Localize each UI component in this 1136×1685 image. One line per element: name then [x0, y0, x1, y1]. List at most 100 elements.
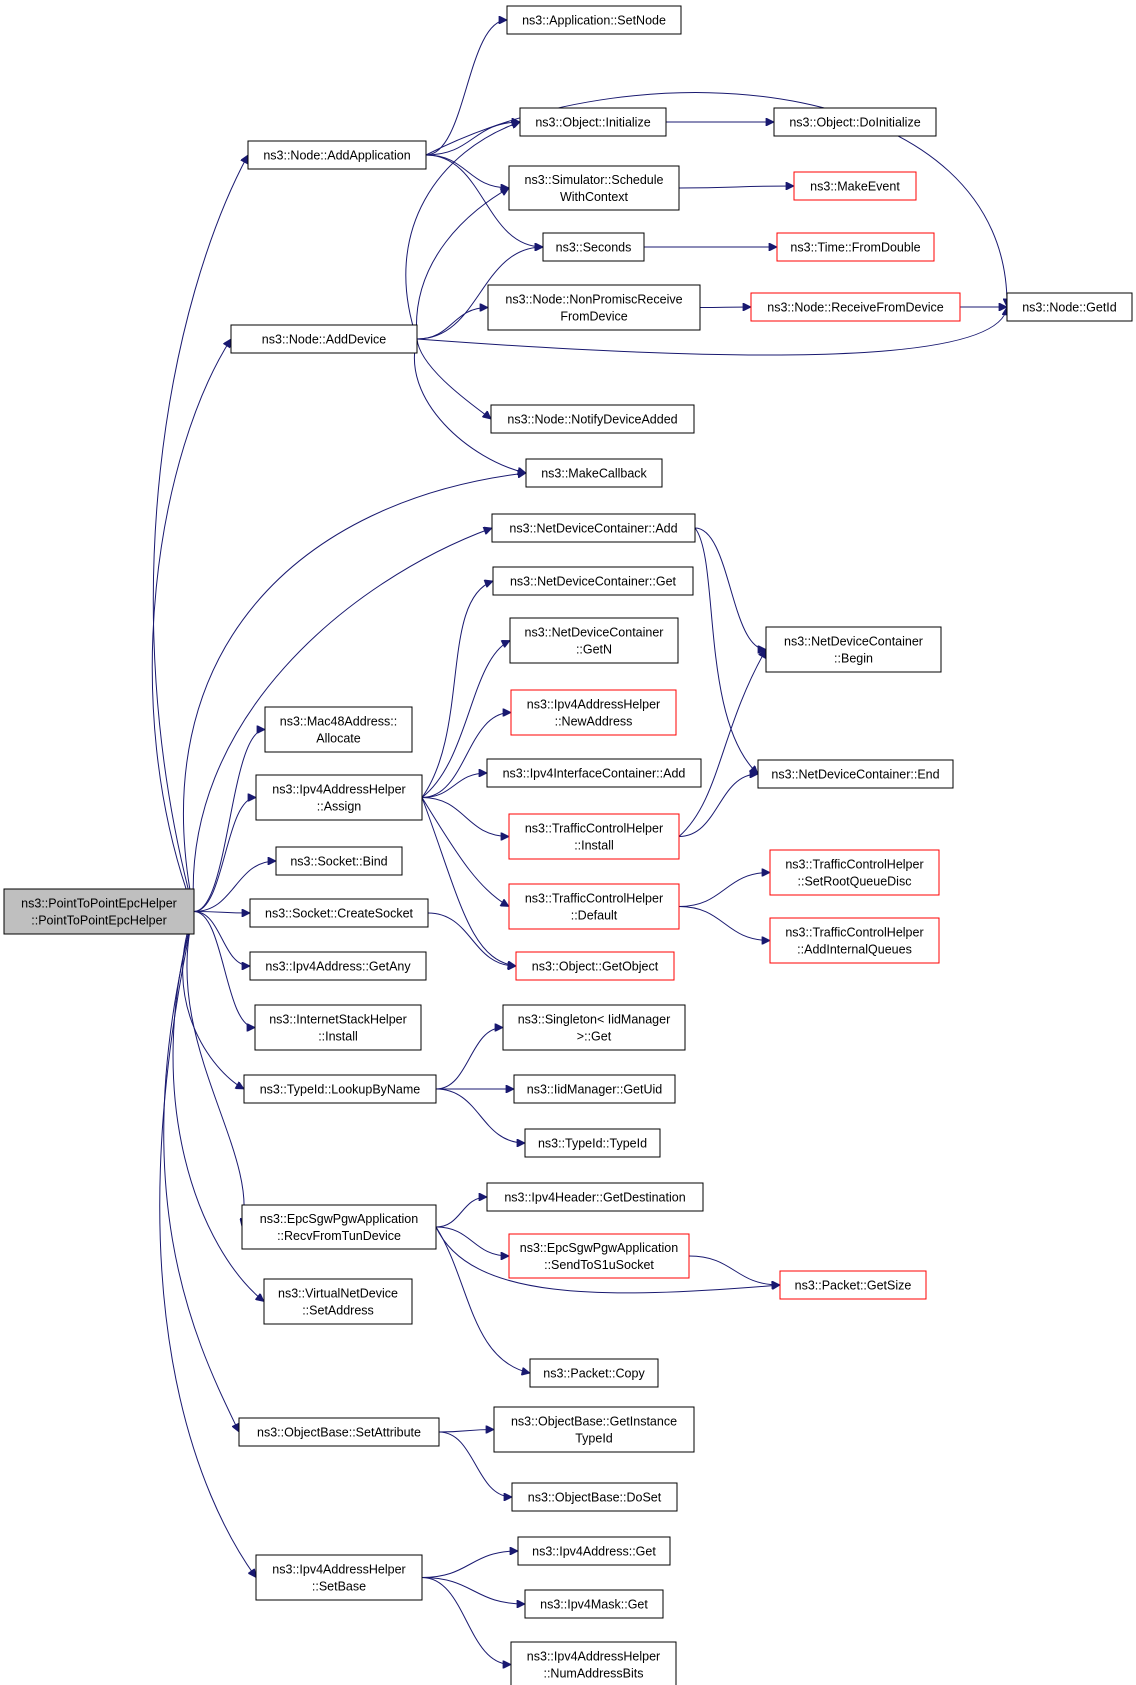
node-box-notifyDeviceAdded[interactable]: [490, 404, 695, 434]
node-makeEvent[interactable]: ns3::MakeEvent: [793, 171, 917, 201]
node-box-ndcEnd[interactable]: [757, 759, 954, 789]
node-box-mac48Allocate[interactable]: [264, 706, 413, 753]
node-box-tcDefault[interactable]: [508, 883, 680, 930]
node-box-nonPromisc[interactable]: [487, 284, 701, 331]
node-objInitialize[interactable]: ns3::Object::Initialize: [519, 107, 667, 137]
node-box-socketCreate[interactable]: [249, 898, 429, 928]
node-receiveFromDevice[interactable]: ns3::Node::ReceiveFromDevice: [750, 292, 961, 322]
node-box-typeIdTypeId[interactable]: [524, 1128, 661, 1158]
node-box-objBaseSetAttr[interactable]: [238, 1417, 440, 1447]
node-box-ipv4GetAny[interactable]: [249, 951, 427, 981]
node-nodeGetId[interactable]: ns3::Node::GetId: [1006, 292, 1133, 322]
node-box-socketBind[interactable]: [275, 846, 403, 876]
node-box-objBaseGetInst[interactable]: [493, 1406, 695, 1453]
node-box-ipv4HdrGetDest[interactable]: [486, 1182, 704, 1212]
node-ndcBegin[interactable]: ns3::NetDeviceContainer::Begin: [765, 626, 942, 673]
node-tcAddInternal[interactable]: ns3::TrafficControlHelper::AddInternalQu…: [769, 917, 940, 964]
node-box-objGetObject[interactable]: [515, 951, 675, 981]
node-box-tcSetRoot[interactable]: [769, 849, 940, 896]
node-objBaseDoSet[interactable]: ns3::ObjectBase::DoSet: [511, 1482, 678, 1512]
node-tcDefault[interactable]: ns3::TrafficControlHelper::Default: [508, 883, 680, 930]
node-box-iidGetUid[interactable]: [513, 1074, 676, 1104]
node-box-tcAddInternal[interactable]: [769, 917, 940, 964]
node-ndcGetN[interactable]: ns3::NetDeviceContainer::GetN: [509, 617, 679, 664]
node-box-root[interactable]: [3, 888, 195, 935]
node-box-ndcBegin[interactable]: [765, 626, 942, 673]
node-box-appSetNode[interactable]: [506, 5, 682, 35]
node-tcSetRoot[interactable]: ns3::TrafficControlHelper::SetRootQueueD…: [769, 849, 940, 896]
node-box-ndcGetN[interactable]: [509, 617, 679, 664]
node-mac48Allocate[interactable]: ns3::Mac48Address::Allocate: [264, 706, 413, 753]
node-ipv4GetAny[interactable]: ns3::Ipv4Address::GetAny: [249, 951, 427, 981]
node-objBaseSetAttr[interactable]: ns3::ObjectBase::SetAttribute: [238, 1417, 440, 1447]
node-ipv4HdrGetDest[interactable]: ns3::Ipv4Header::GetDestination: [486, 1182, 704, 1212]
node-root[interactable]: ns3::PointToPointEpcHelper::PointToPoint…: [3, 888, 195, 935]
node-socketBind[interactable]: ns3::Socket::Bind: [275, 846, 403, 876]
node-singletonGet[interactable]: ns3::Singleton< IidManager>::Get: [502, 1004, 686, 1051]
node-box-packetCopy[interactable]: [529, 1358, 659, 1388]
node-box-makeCallback[interactable]: [525, 458, 663, 488]
node-box-vndSetAddress[interactable]: [263, 1278, 413, 1325]
node-box-ipv4Assign[interactable]: [255, 774, 423, 821]
node-box-simSchedule[interactable]: [508, 165, 680, 211]
node-box-packetGetSize[interactable]: [779, 1270, 927, 1300]
node-box-ipv4NumBits[interactable]: [510, 1641, 677, 1685]
node-box-ndcAdd[interactable]: [491, 513, 696, 543]
node-seconds[interactable]: ns3::Seconds: [542, 232, 645, 262]
node-ipv4AddrGet[interactable]: ns3::Ipv4Address::Get: [517, 1536, 671, 1566]
node-timeFromDouble[interactable]: ns3::Time::FromDouble: [776, 232, 935, 262]
node-ipv4MaskGet[interactable]: ns3::Ipv4Mask::Get: [524, 1589, 664, 1619]
node-objDoInitialize[interactable]: ns3::Object::DoInitialize: [773, 107, 937, 137]
node-packetCopy[interactable]: ns3::Packet::Copy: [529, 1358, 659, 1388]
node-typeIdTypeId[interactable]: ns3::TypeId::TypeId: [524, 1128, 661, 1158]
node-vndSetAddress[interactable]: ns3::VirtualNetDevice::SetAddress: [263, 1278, 413, 1325]
node-notifyDeviceAdded[interactable]: ns3::Node::NotifyDeviceAdded: [490, 404, 695, 434]
node-box-ndcGet[interactable]: [492, 566, 694, 596]
node-box-objInitialize[interactable]: [519, 107, 667, 137]
node-box-typeIdLookup[interactable]: [243, 1074, 437, 1104]
node-box-addApplication[interactable]: [247, 140, 427, 170]
node-box-makeEvent[interactable]: [793, 171, 917, 201]
node-box-objBaseDoSet[interactable]: [511, 1482, 678, 1512]
node-box-ipv4IfcAdd[interactable]: [486, 758, 702, 788]
node-typeIdLookup[interactable]: ns3::TypeId::LookupByName: [243, 1074, 437, 1104]
node-sendToS1u[interactable]: ns3::EpcSgwPgwApplication::SendToS1uSock…: [508, 1233, 690, 1279]
node-ndcEnd[interactable]: ns3::NetDeviceContainer::End: [757, 759, 954, 789]
node-addDevice[interactable]: ns3::Node::AddDevice: [230, 324, 418, 354]
node-box-singletonGet[interactable]: [502, 1004, 686, 1051]
node-box-recvFromTun[interactable]: [241, 1204, 437, 1250]
node-tcInstall[interactable]: ns3::TrafficControlHelper::Install: [508, 813, 680, 860]
node-box-ipv4AddrGet[interactable]: [517, 1536, 671, 1566]
node-box-tcInstall[interactable]: [508, 813, 680, 860]
node-box-objDoInitialize[interactable]: [773, 107, 937, 137]
node-box-ipv4NewAddress[interactable]: [510, 689, 677, 736]
node-ipv4SetBase[interactable]: ns3::Ipv4AddressHelper::SetBase: [255, 1554, 423, 1601]
node-packetGetSize[interactable]: ns3::Packet::GetSize: [779, 1270, 927, 1300]
node-iidGetUid[interactable]: ns3::IidManager::GetUid: [513, 1074, 676, 1104]
node-appSetNode[interactable]: ns3::Application::SetNode: [506, 5, 682, 35]
node-objGetObject[interactable]: ns3::Object::GetObject: [515, 951, 675, 981]
node-ndcGet[interactable]: ns3::NetDeviceContainer::Get: [492, 566, 694, 596]
node-recvFromTun[interactable]: ns3::EpcSgwPgwApplication::RecvFromTunDe…: [241, 1204, 437, 1250]
node-socketCreate[interactable]: ns3::Socket::CreateSocket: [249, 898, 429, 928]
node-box-ipv4SetBase[interactable]: [255, 1554, 423, 1601]
node-ipv4IfcAdd[interactable]: ns3::Ipv4InterfaceContainer::Add: [486, 758, 702, 788]
node-ndcAdd[interactable]: ns3::NetDeviceContainer::Add: [491, 513, 696, 543]
node-box-addDevice[interactable]: [230, 324, 418, 354]
node-box-seconds[interactable]: [542, 232, 645, 262]
node-box-timeFromDouble[interactable]: [776, 232, 935, 262]
node-addApplication[interactable]: ns3::Node::AddApplication: [247, 140, 427, 170]
node-ipv4Assign[interactable]: ns3::Ipv4AddressHelper::Assign: [255, 774, 423, 821]
node-box-receiveFromDevice[interactable]: [750, 292, 961, 322]
node-box-sendToS1u[interactable]: [508, 1233, 690, 1279]
node-box-inetInstall[interactable]: [254, 1004, 422, 1051]
node-inetInstall[interactable]: ns3::InternetStackHelper::Install: [254, 1004, 422, 1051]
node-box-nodeGetId[interactable]: [1006, 292, 1133, 322]
node-ipv4NewAddress[interactable]: ns3::Ipv4AddressHelper::NewAddress: [510, 689, 677, 736]
node-makeCallback[interactable]: ns3::MakeCallback: [525, 458, 663, 488]
node-box-ipv4MaskGet[interactable]: [524, 1589, 664, 1619]
node-ipv4NumBits[interactable]: ns3::Ipv4AddressHelper::NumAddressBits: [510, 1641, 677, 1685]
